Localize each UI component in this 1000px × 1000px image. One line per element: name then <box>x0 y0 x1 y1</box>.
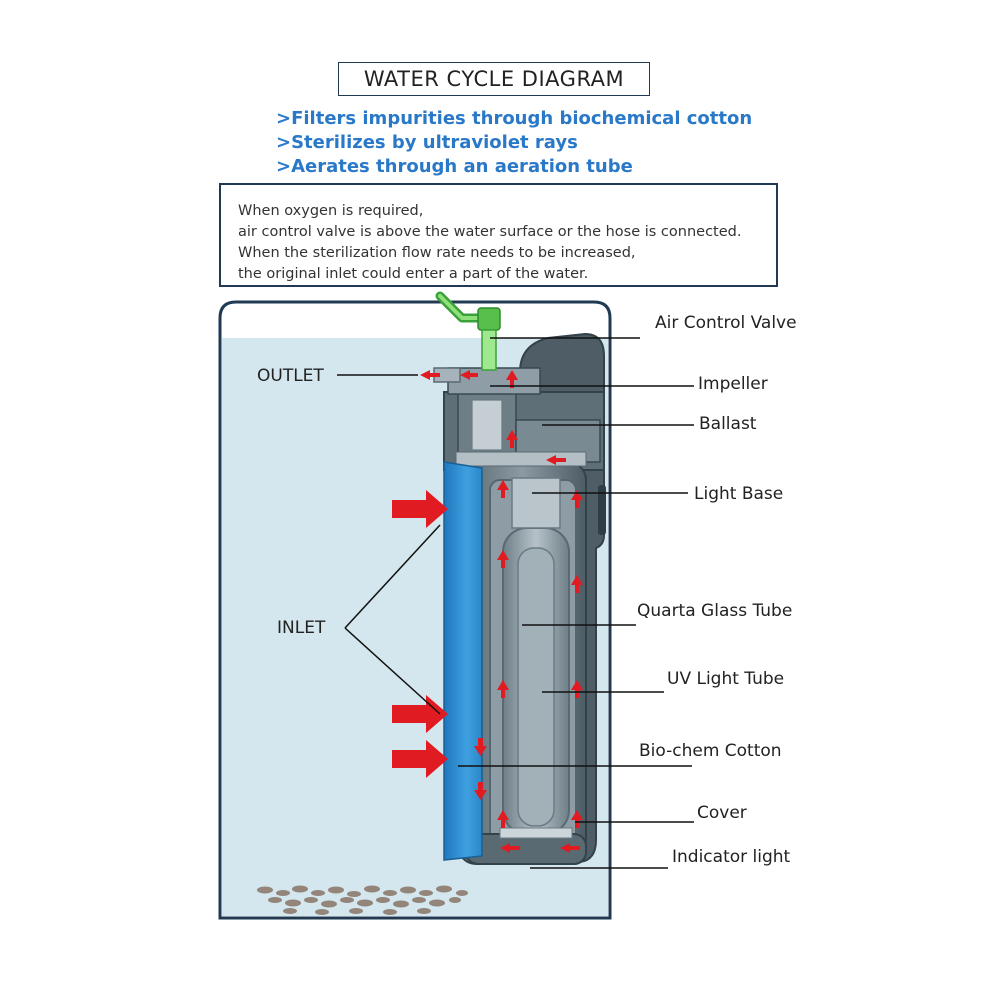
feature-sterilize: >Sterilizes by ultraviolet rays <box>276 132 578 153</box>
uv-filter-body <box>443 332 606 865</box>
feature-aerate: >Aerates through an aeration tube <box>276 156 633 177</box>
label-ballast: Ballast <box>699 414 757 434</box>
label-cover: Cover <box>697 803 747 823</box>
inlet-arrow <box>392 740 448 778</box>
feature-filter: >Filters impurities through biochemical … <box>276 108 753 129</box>
inlet-arrow <box>392 695 448 733</box>
inlet-arrow <box>392 490 448 528</box>
label-air-control-valve: Air Control Valve <box>655 313 797 333</box>
note-box: When oxygen is required, air control val… <box>219 183 778 287</box>
label-inlet: INLET <box>277 618 326 638</box>
air-control-valve <box>435 291 501 371</box>
label-uv-light-tube: UV Light Tube <box>667 669 785 689</box>
flow-arrows <box>420 370 583 853</box>
label-light-base: Light Base <box>694 484 784 504</box>
note-line: When oxygen is required, <box>238 203 424 219</box>
label-indicator-light: Indicator light <box>672 847 791 867</box>
label-bio-chem-cotton: Bio-chem Cotton <box>639 741 782 761</box>
diagram-title: WATER CYCLE DIAGRAM <box>338 62 650 96</box>
label-impeller: Impeller <box>698 374 768 394</box>
leader-lines <box>337 337 694 869</box>
label-outlet: OUTLET <box>257 366 324 386</box>
note-line: the original inlet could enter a part of… <box>238 266 589 282</box>
note-line: air control valve is above the water sur… <box>238 224 742 240</box>
inlet-panel <box>443 461 483 861</box>
note-line: When the sterilization flow rate needs t… <box>238 245 636 261</box>
gravel <box>257 885 468 915</box>
label-quartz-glass-tube: Quarta Glass Tube <box>637 601 793 621</box>
